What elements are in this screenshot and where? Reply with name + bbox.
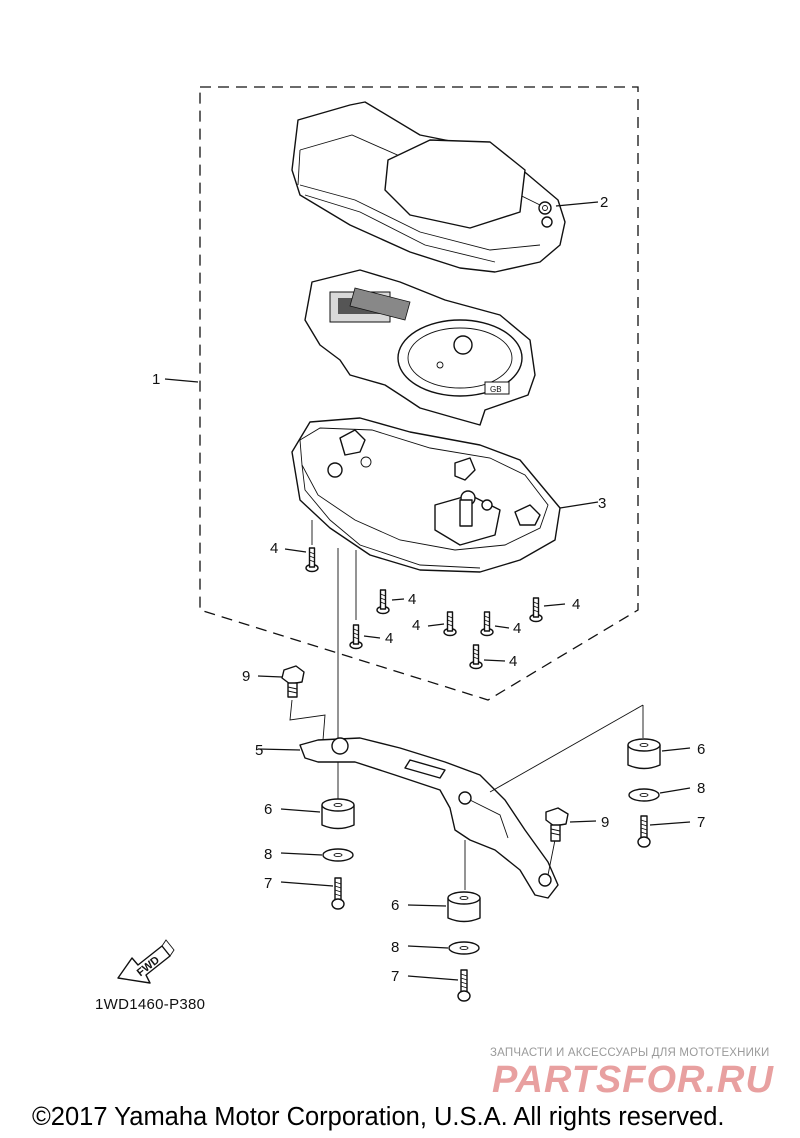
callout-4-e: 4 xyxy=(513,620,521,637)
watermark-brand: PARTSFOR.RU xyxy=(492,1059,774,1101)
callout-6-c: 6 xyxy=(391,897,399,914)
svg-text:GB: GB xyxy=(490,385,502,394)
callout-9-b: 9 xyxy=(601,814,609,831)
callout-1: 1 xyxy=(152,371,160,388)
callout-3: 3 xyxy=(598,495,606,512)
callout-8-b: 8 xyxy=(264,846,272,863)
callout-7-a: 7 xyxy=(697,814,705,831)
callout-4-f: 4 xyxy=(385,630,393,647)
grommet-6-bottom xyxy=(407,891,481,923)
washer-8-left xyxy=(280,848,354,862)
bolt-7-bottom xyxy=(407,969,471,1002)
callout-4-c: 4 xyxy=(572,596,580,613)
callout-8-c: 8 xyxy=(391,939,399,956)
callout-7-c: 7 xyxy=(391,968,399,985)
bolt-9-upper xyxy=(257,665,326,741)
callout-7-b: 7 xyxy=(264,875,272,892)
bolt-7-right xyxy=(637,815,691,848)
copyright-notice: ©2017 Yamaha Motor Corporation, U.S.A. A… xyxy=(32,1103,725,1131)
washer-8-bottom xyxy=(407,941,480,955)
grommet-6-right xyxy=(627,738,691,770)
callout-6-b: 6 xyxy=(264,801,272,818)
watermark-tagline: ЗАПЧАСТИ И АКСЕССУАРЫ ДЛЯ МОТОТЕХНИКИ xyxy=(490,1047,770,1059)
bolt-9-lower xyxy=(545,807,597,842)
callout-4-a: 4 xyxy=(270,540,278,557)
callout-9-a: 9 xyxy=(242,668,250,685)
callout-8-a: 8 xyxy=(697,780,705,797)
fwd-arrow-icon: FWD xyxy=(117,939,175,984)
meter-case-lower xyxy=(291,417,599,573)
callout-4-g: 4 xyxy=(509,653,517,670)
callout-2: 2 xyxy=(600,194,608,211)
callout-4-d: 4 xyxy=(412,617,420,634)
part-code: 1WD1460-P380 xyxy=(95,996,205,1013)
bolt-7-left xyxy=(280,877,345,910)
screw-4-group xyxy=(284,547,566,670)
meter-display-unit: GB xyxy=(164,269,536,426)
grommet-6-left xyxy=(280,798,355,830)
callout-6-a: 6 xyxy=(697,741,705,758)
meter-cover xyxy=(291,101,599,273)
callout-5: 5 xyxy=(255,742,263,759)
washer-8-right xyxy=(628,787,691,802)
meter-stay-bracket xyxy=(257,737,559,899)
assembly-boundary xyxy=(199,86,639,701)
callout-4-b: 4 xyxy=(408,591,416,608)
